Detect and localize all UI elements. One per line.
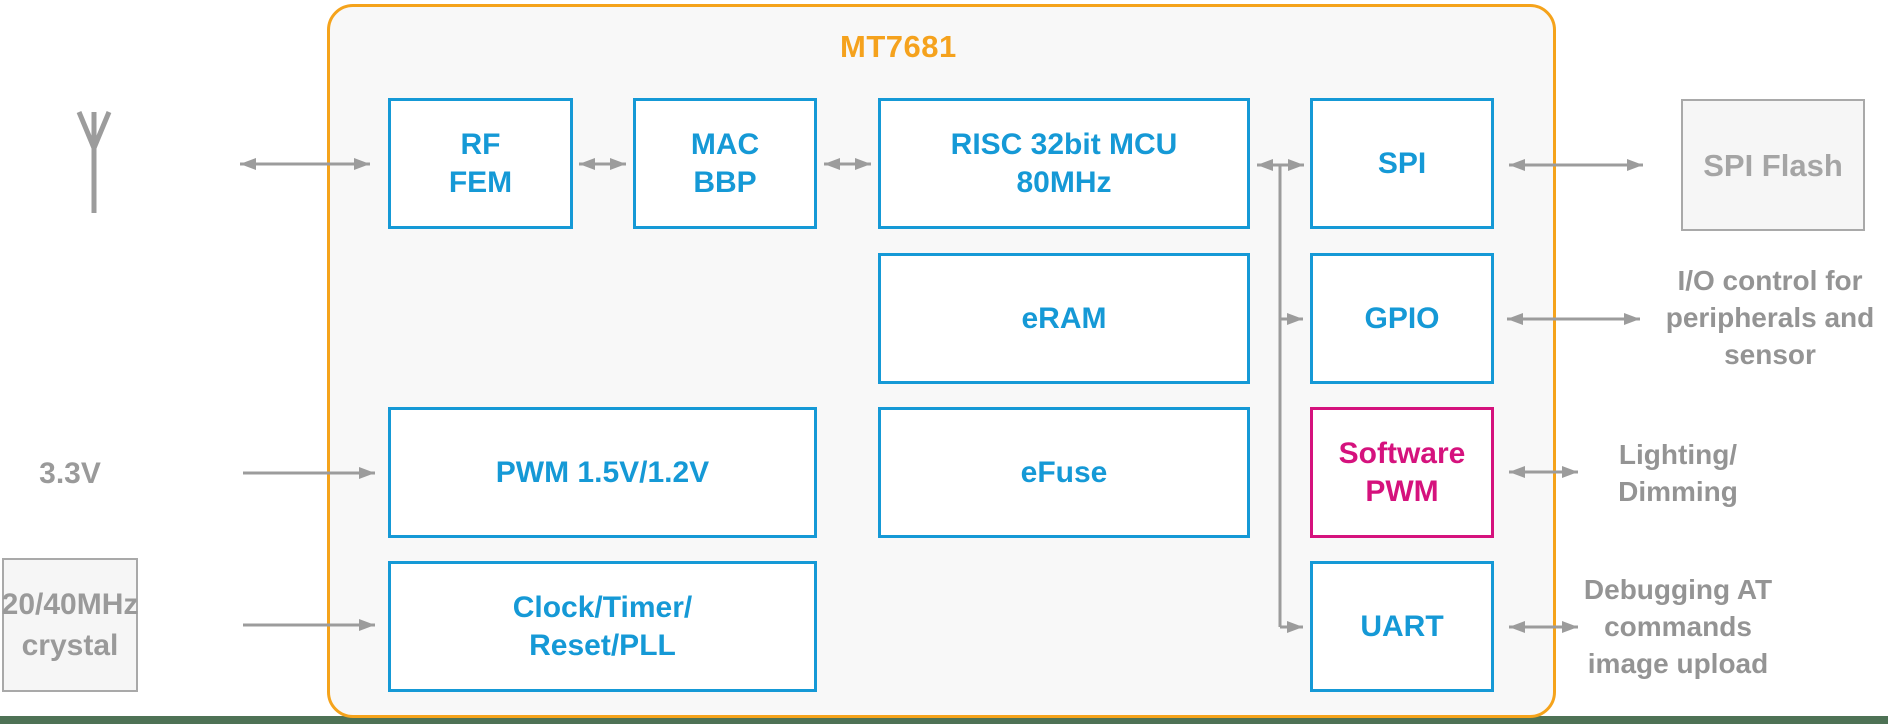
block-eram-label: eRAM: [1021, 301, 1107, 335]
block-spi: SPI: [1310, 98, 1494, 229]
chip-title: MT7681: [840, 29, 957, 64]
block-uart-label: UART: [1360, 609, 1444, 643]
block-risc-mcu-label: RISC 32bit MCU 80MHz: [950, 127, 1178, 199]
block-efuse: eFuse: [878, 407, 1250, 538]
block-uart: UART: [1310, 561, 1494, 692]
bottom-green-bar: [0, 716, 1888, 724]
block-mac-bbp-label: MAC BBP: [690, 127, 760, 199]
block-eram: eRAM: [878, 253, 1250, 384]
block-efuse-label: eFuse: [1020, 455, 1108, 489]
block-rf-fem-label: RF FEM: [448, 127, 513, 199]
block-rf-fem: RF FEM: [388, 98, 573, 229]
block-gpio: GPIO: [1310, 253, 1494, 384]
block-pwm-label: PWM 1.5V/1.2V: [495, 455, 710, 489]
block-clock-timer: Clock/Timer/ Reset/PLL: [388, 561, 817, 692]
block-mac-bbp: MAC BBP: [633, 98, 817, 229]
spi-flash-box: SPI Flash: [1681, 99, 1865, 231]
block-software-pwm-label: Software PWM: [1338, 436, 1466, 508]
block-pwm: PWM 1.5V/1.2V: [388, 407, 817, 538]
block-spi-label: SPI: [1377, 146, 1427, 180]
power-3v3-label: 3.3V: [39, 457, 101, 490]
io-control-text: I/O control for peripherals and sensor: [1665, 265, 1875, 370]
spi-flash-label: SPI Flash: [1703, 147, 1843, 183]
block-gpio-label: GPIO: [1364, 301, 1440, 335]
crystal-label: 20/40MHz crystal: [1, 588, 139, 662]
antenna-icon: [76, 111, 112, 213]
crystal-box: 20/40MHz crystal: [2, 558, 138, 692]
block-software-pwm: Software PWM: [1310, 407, 1494, 538]
debugging-text: Debugging AT commands image upload: [1583, 574, 1773, 679]
block-clock-timer-label: Clock/Timer/ Reset/PLL: [512, 590, 693, 662]
block-risc-mcu: RISC 32bit MCU 80MHz: [878, 98, 1250, 229]
lighting-dimming-text: Lighting/ Dimming: [1618, 439, 1738, 507]
